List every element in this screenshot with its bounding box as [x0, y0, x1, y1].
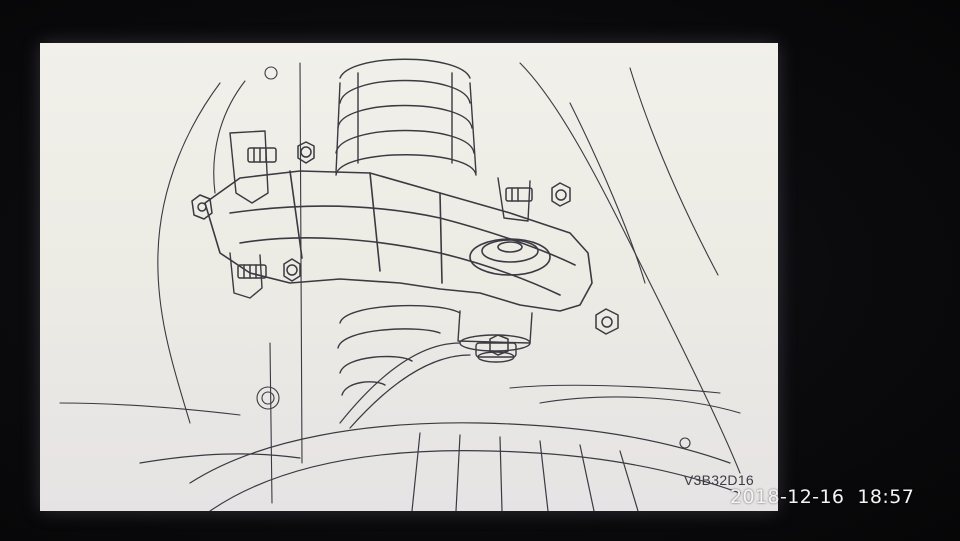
figure-code-label: V3B32D16	[683, 472, 754, 488]
lower-arm-and-tire	[139, 342, 741, 511]
bolts-and-nuts	[191, 141, 619, 356]
body-panel-lines	[59, 62, 741, 504]
photo-timestamp: 2018-12-16 18:57	[730, 486, 914, 508]
upper-control-arm	[204, 170, 593, 312]
coil-spring-lower	[337, 304, 461, 396]
service-manual-illustration	[59, 58, 741, 511]
coil-spring-upper	[335, 58, 477, 176]
monitor-screen: V3B32D16	[40, 43, 778, 511]
timestamp-time: 18:57	[857, 486, 915, 508]
timestamp-date: 2018-12-16	[730, 486, 845, 508]
